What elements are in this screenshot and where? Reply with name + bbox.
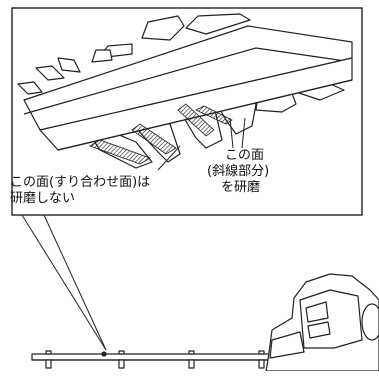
vent-slot: [305, 301, 329, 323]
bevel-hatch-areas: [89, 103, 233, 165]
bevel-face-label-line1: この面: [225, 148, 265, 163]
hedge-trimmer: [31, 273, 379, 372]
upper-blade-edge: [23, 47, 353, 115]
bevel-face-label-line2: (斜線部分): [207, 164, 270, 179]
lower-blade-edge: [57, 79, 353, 151]
zoom-lines: [21, 214, 107, 351]
bevel-face-label-line3: を研磨: [221, 180, 261, 195]
guard-plate: [269, 331, 305, 359]
vent-slot: [307, 321, 331, 339]
upper-blade-teeth: [17, 13, 251, 95]
callout-leaders: [157, 117, 246, 171]
bevel-hatch: [195, 105, 233, 125]
blade-bolts: [45, 350, 265, 369]
zoom-line-left: [21, 214, 107, 351]
contact-face-label-line1: この面(すり合わせ面)は: [10, 175, 151, 190]
handle-grip: [361, 303, 379, 341]
contact-face-label-line2: 研磨しない: [10, 191, 76, 206]
bevel-hatch: [177, 103, 215, 137]
bevel-face-leader-b: [241, 117, 246, 149]
zoom-line-right: [43, 214, 107, 351]
bevel-face-leader-a: [229, 117, 234, 149]
bevel-hatch: [131, 123, 177, 155]
blade-pin: [101, 351, 107, 357]
housing-panel: [299, 289, 363, 349]
bevel-hatch: [89, 139, 151, 165]
contact-face-leader: [157, 145, 181, 171]
trimmer-blade-bar: [31, 353, 305, 361]
upper-blade-bar: [23, 25, 353, 131]
